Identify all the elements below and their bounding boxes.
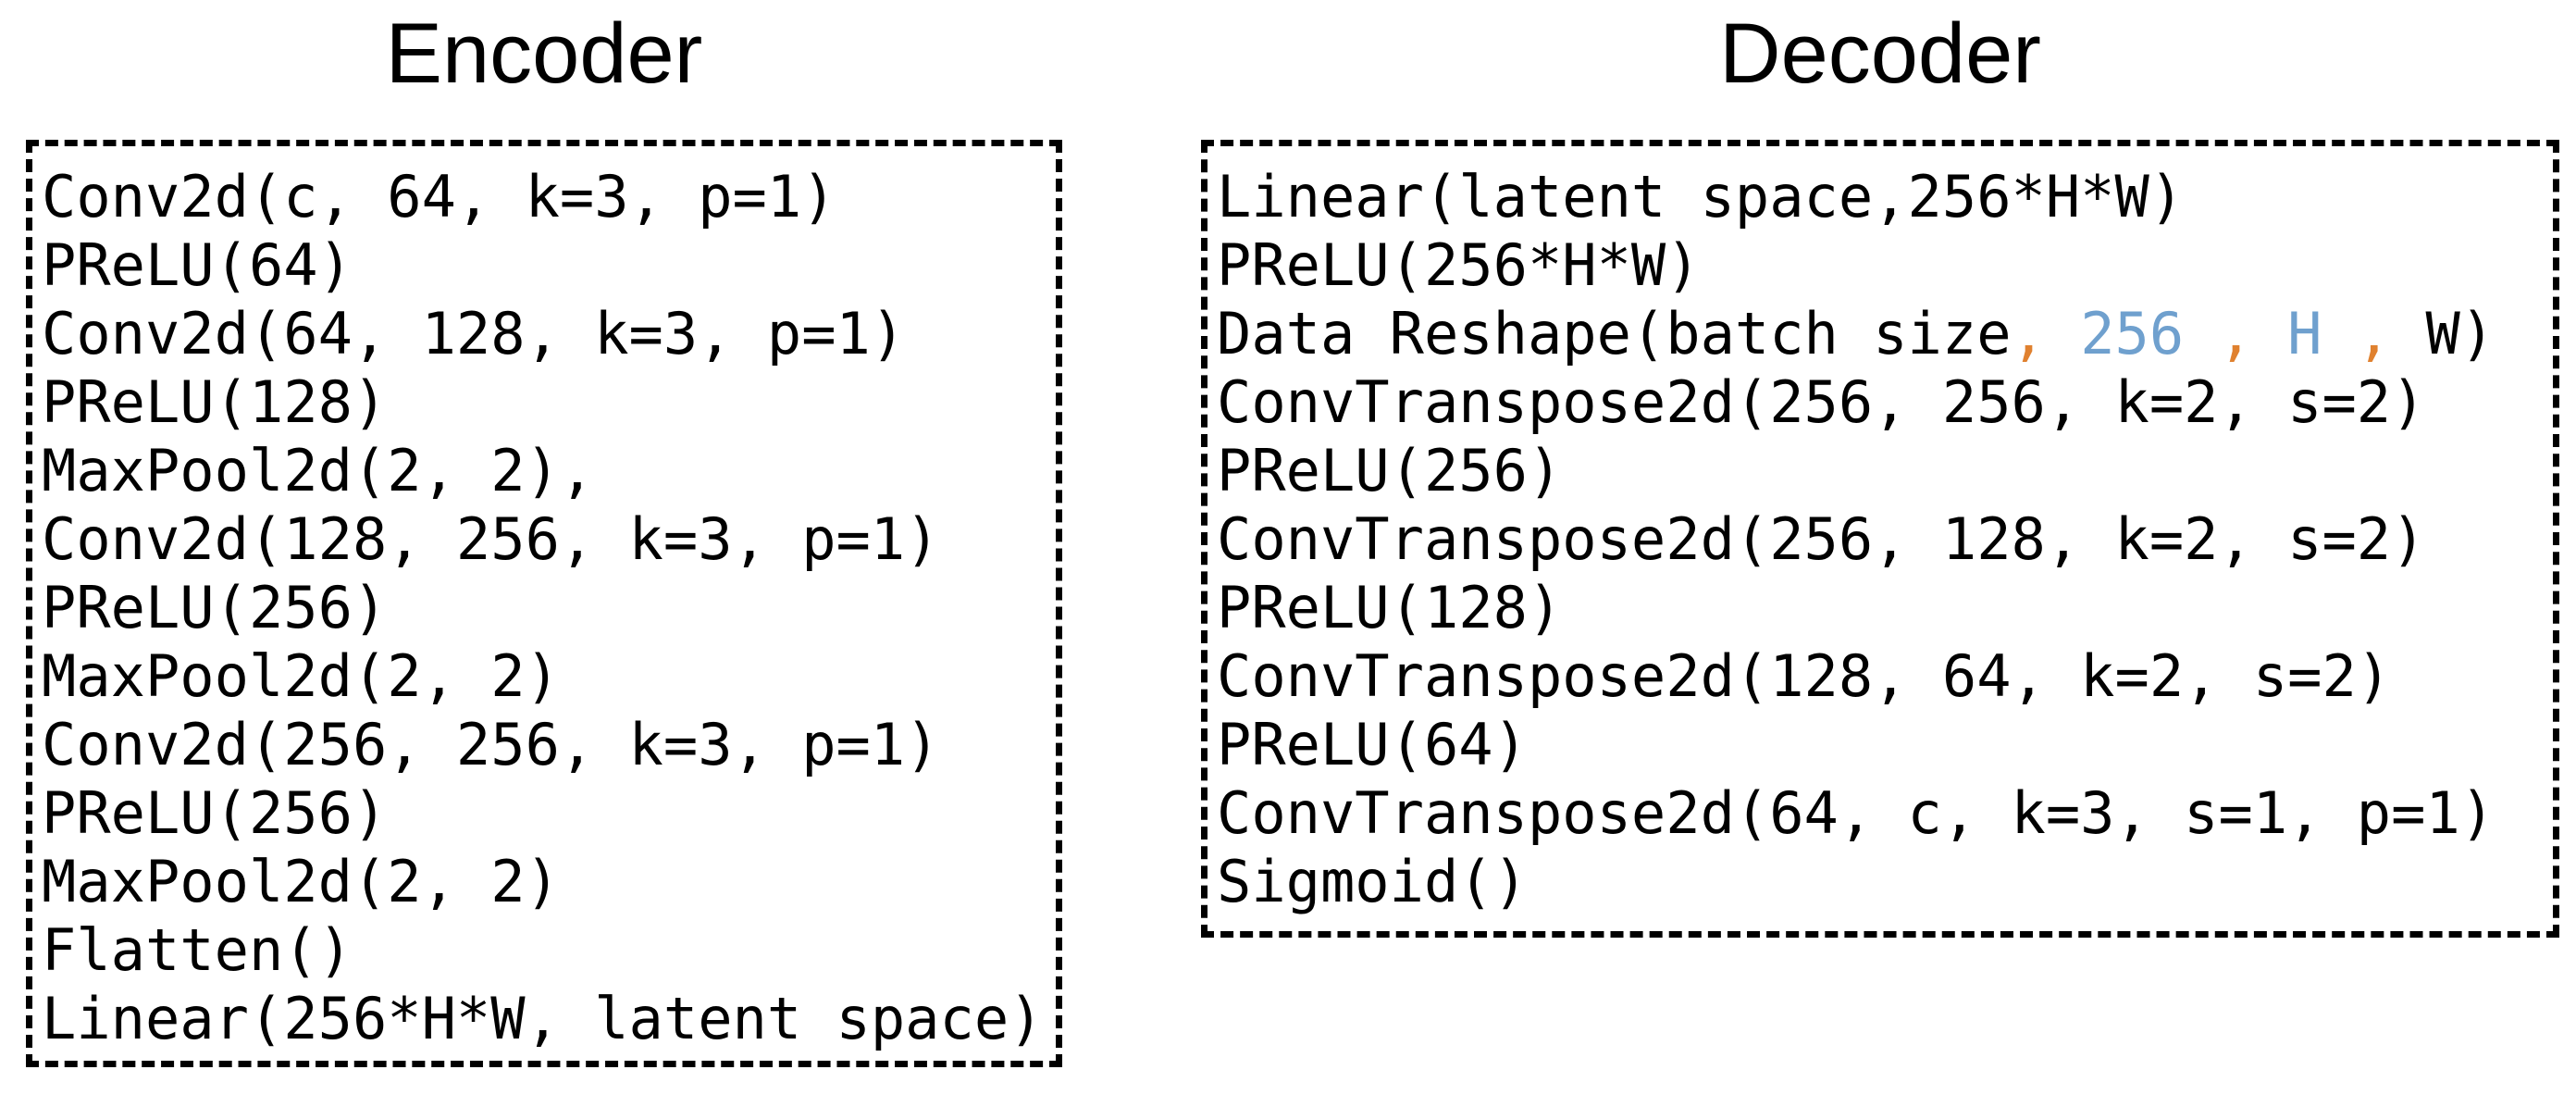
layer-line: MaxPool2d(2, 2),: [42, 437, 1056, 505]
encoder-layer-box: Conv2d(c, 64, k=3, p=1)PReLU(64)Conv2d(6…: [26, 140, 1062, 1067]
layer-line: ConvTranspose2d(256, 128, k=2, s=2): [1217, 505, 2553, 574]
layer-line: Data Reshape(batch size, 256 , H , W): [1217, 300, 2553, 368]
code-segment: H: [2287, 300, 2322, 367]
layer-line: PReLU(256): [1217, 437, 2553, 505]
code-segment: ,: [2322, 300, 2426, 367]
code-segment: PReLU(256): [1217, 437, 1563, 504]
code-segment: PReLU(256): [42, 574, 388, 641]
code-segment: ,: [2184, 300, 2288, 367]
code-segment: Linear(latent space,256*H*W): [1217, 163, 2185, 230]
layer-line: PReLU(64): [42, 231, 1056, 300]
code-segment: PReLU(64): [1217, 711, 1528, 778]
code-segment: Conv2d(c, 64, k=3, p=1): [42, 163, 836, 230]
code-segment: ConvTranspose2d(256, 128, k=2, s=2): [1217, 505, 2426, 573]
code-segment: MaxPool2d(2, 2),: [42, 437, 595, 504]
layer-line: PReLU(64): [1217, 711, 2553, 779]
layer-line: Conv2d(128, 256, k=3, p=1): [42, 505, 1056, 574]
code-segment: PReLU(64): [42, 231, 353, 299]
code-segment: MaxPool2d(2, 2): [42, 642, 560, 710]
layer-line: Conv2d(256, 256, k=3, p=1): [42, 711, 1056, 779]
layer-line: PReLU(128): [1217, 574, 2553, 642]
code-segment: PReLU(128): [1217, 574, 1563, 641]
layer-line: Linear(latent space,256*H*W): [1217, 163, 2553, 231]
code-segment: 256: [2080, 300, 2185, 367]
code-segment: MaxPool2d(2, 2): [42, 848, 560, 915]
code-segment: Conv2d(64, 128, k=3, p=1): [42, 300, 906, 367]
layer-line: ConvTranspose2d(256, 256, k=2, s=2): [1217, 368, 2553, 437]
decoder-layer-box: Linear(latent space,256*H*W)PReLU(256*H*…: [1201, 140, 2559, 938]
layer-line: MaxPool2d(2, 2): [42, 848, 1056, 916]
code-segment: Linear(256*H*W, latent space): [42, 985, 1044, 1052]
code-segment: ConvTranspose2d(64, c, k=3, s=1, p=1): [1217, 779, 2496, 847]
code-segment: Conv2d(256, 256, k=3, p=1): [42, 711, 940, 778]
layer-line: Sigmoid(): [1217, 848, 2553, 916]
layer-line: Conv2d(c, 64, k=3, p=1): [42, 163, 1056, 231]
code-segment: ConvTranspose2d(256, 256, k=2, s=2): [1217, 368, 2426, 436]
encoder-title: Encoder: [385, 6, 703, 101]
code-segment: W): [2425, 300, 2496, 367]
layer-line: PReLU(256): [42, 574, 1056, 642]
code-segment: Data Reshape(batch size: [1217, 300, 2012, 367]
layer-line: Conv2d(64, 128, k=3, p=1): [42, 300, 1056, 368]
layer-line: Linear(256*H*W, latent space): [42, 985, 1056, 1053]
layer-line: PReLU(256*H*W): [1217, 231, 2553, 300]
code-segment: Conv2d(128, 256, k=3, p=1): [42, 505, 940, 573]
layer-line: PReLU(256): [42, 779, 1056, 848]
code-segment: Sigmoid(): [1217, 848, 1528, 915]
decoder-title: Decoder: [1719, 6, 2041, 101]
code-segment: Flatten(): [42, 916, 353, 984]
code-segment: PReLU(256): [42, 779, 388, 847]
layer-line: PReLU(128): [42, 368, 1056, 437]
layer-line: ConvTranspose2d(128, 64, k=2, s=2): [1217, 642, 2553, 711]
code-segment: PReLU(128): [42, 368, 388, 436]
code-segment: ,: [2011, 300, 2081, 367]
layer-line: Flatten(): [42, 916, 1056, 985]
code-segment: PReLU(256*H*W): [1217, 231, 1701, 299]
layer-line: ConvTranspose2d(64, c, k=3, s=1, p=1): [1217, 779, 2553, 848]
layer-line: MaxPool2d(2, 2): [42, 642, 1056, 711]
code-segment: ConvTranspose2d(128, 64, k=2, s=2): [1217, 642, 2392, 710]
